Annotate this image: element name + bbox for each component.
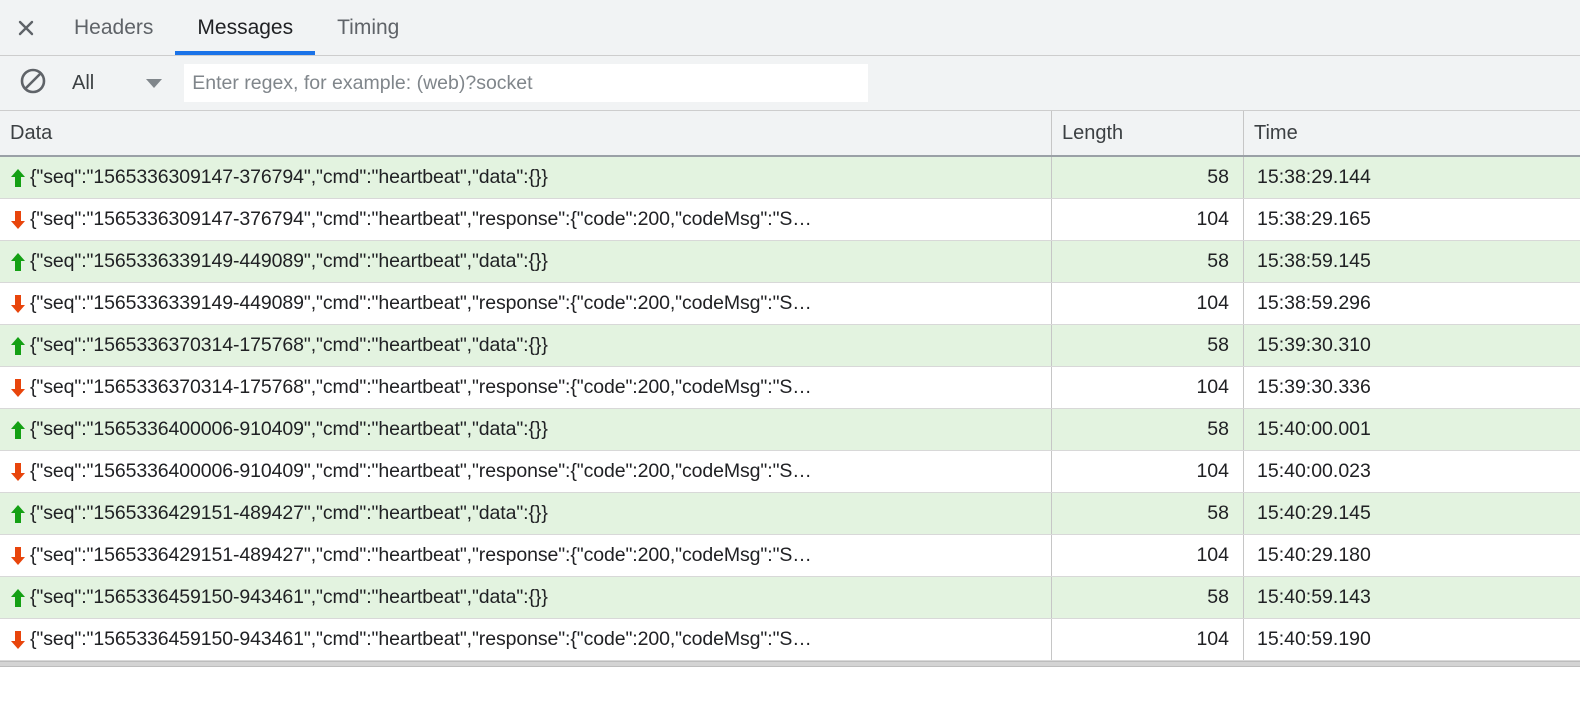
cell-data: {"seq":"1565336459150-943461","cmd":"hea…: [0, 619, 1051, 660]
table-row[interactable]: {"seq":"1565336429151-489427","cmd":"hea…: [0, 493, 1580, 535]
message-payload-text: {"seq":"1565336400006-910409","cmd":"hea…: [30, 418, 548, 440]
cell-data: {"seq":"1565336339149-449089","cmd":"hea…: [0, 241, 1051, 282]
message-payload-text: {"seq":"1565336309147-376794","cmd":"hea…: [30, 208, 812, 230]
arrow-up-icon: [8, 504, 28, 524]
close-button[interactable]: [0, 0, 52, 55]
table-row[interactable]: {"seq":"1565336400006-910409","cmd":"hea…: [0, 409, 1580, 451]
arrow-up-icon: [8, 336, 28, 356]
datagrid-header-row: Data Length Time: [0, 111, 1580, 157]
panel-tabbar: Headers Messages Timing: [0, 0, 1580, 56]
message-payload-text: {"seq":"1565336400006-910409","cmd":"hea…: [30, 460, 812, 482]
cell-data: {"seq":"1565336309147-376794","cmd":"hea…: [0, 157, 1051, 198]
cell-data: {"seq":"1565336429151-489427","cmd":"hea…: [0, 535, 1051, 576]
column-header-length-label: Length: [1062, 121, 1124, 144]
arrow-down-icon: [8, 630, 28, 650]
chevron-down-icon: [146, 78, 163, 88]
cell-time: 15:38:29.165: [1243, 199, 1580, 240]
table-row[interactable]: {"seq":"1565336459150-943461","cmd":"hea…: [0, 577, 1580, 619]
table-row[interactable]: {"seq":"1565336309147-376794","cmd":"hea…: [0, 157, 1580, 199]
tab-messages[interactable]: Messages: [175, 0, 315, 55]
cell-length: 104: [1051, 619, 1243, 660]
tab-messages-label: Messages: [197, 15, 294, 39]
cell-time: 15:38:59.296: [1243, 283, 1580, 324]
message-type-filter[interactable]: All: [72, 71, 163, 95]
message-payload-text: {"seq":"1565336459150-943461","cmd":"hea…: [30, 586, 548, 608]
message-payload-text: {"seq":"1565336370314-175768","cmd":"hea…: [30, 376, 812, 398]
arrow-down-icon: [8, 210, 28, 230]
clear-filter-icon: [19, 67, 47, 100]
message-payload-text: {"seq":"1565336429151-489427","cmd":"hea…: [30, 502, 548, 524]
cell-time: 15:40:59.143: [1243, 577, 1580, 618]
cell-length: 58: [1051, 325, 1243, 366]
table-row[interactable]: {"seq":"1565336459150-943461","cmd":"hea…: [0, 619, 1580, 661]
cell-time: 15:40:29.180: [1243, 535, 1580, 576]
close-icon: [16, 18, 36, 38]
messages-toolbar: All: [0, 56, 1580, 111]
cell-length: 58: [1051, 409, 1243, 450]
cell-data: {"seq":"1565336400006-910409","cmd":"hea…: [0, 451, 1051, 492]
table-row[interactable]: {"seq":"1565336339149-449089","cmd":"hea…: [0, 241, 1580, 283]
cell-length: 58: [1051, 577, 1243, 618]
cell-length: 58: [1051, 493, 1243, 534]
tab-headers[interactable]: Headers: [52, 0, 175, 55]
arrow-up-icon: [8, 588, 28, 608]
cell-data: {"seq":"1565336339149-449089","cmd":"hea…: [0, 283, 1051, 324]
cell-time: 15:40:00.023: [1243, 451, 1580, 492]
cell-data: {"seq":"1565336309147-376794","cmd":"hea…: [0, 199, 1051, 240]
message-payload-text: {"seq":"1565336339149-449089","cmd":"hea…: [30, 292, 812, 314]
cell-time: 15:39:30.336: [1243, 367, 1580, 408]
table-row[interactable]: {"seq":"1565336339149-449089","cmd":"hea…: [0, 283, 1580, 325]
tab-timing-label: Timing: [337, 15, 400, 39]
datagrid-body: {"seq":"1565336309147-376794","cmd":"hea…: [0, 157, 1580, 661]
cell-length: 104: [1051, 367, 1243, 408]
arrow-up-icon: [8, 252, 28, 272]
clear-messages-button[interactable]: [14, 64, 52, 102]
cell-data: {"seq":"1565336429151-489427","cmd":"hea…: [0, 493, 1051, 534]
datagrid-bottom-divider: [0, 661, 1580, 667]
column-header-time-label: Time: [1254, 121, 1298, 144]
cell-data: {"seq":"1565336370314-175768","cmd":"hea…: [0, 325, 1051, 366]
message-payload-text: {"seq":"1565336429151-489427","cmd":"hea…: [30, 544, 812, 566]
regex-filter-input[interactable]: [184, 64, 869, 102]
cell-data: {"seq":"1565336370314-175768","cmd":"hea…: [0, 367, 1051, 408]
cell-length: 58: [1051, 241, 1243, 282]
cell-data: {"seq":"1565336400006-910409","cmd":"hea…: [0, 409, 1051, 450]
table-row[interactable]: {"seq":"1565336370314-175768","cmd":"hea…: [0, 325, 1580, 367]
arrow-down-icon: [8, 294, 28, 314]
cell-length: 104: [1051, 451, 1243, 492]
cell-time: 15:40:59.190: [1243, 619, 1580, 660]
table-row[interactable]: {"seq":"1565336429151-489427","cmd":"hea…: [0, 535, 1580, 577]
arrow-down-icon: [8, 546, 28, 566]
message-payload-text: {"seq":"1565336459150-943461","cmd":"hea…: [30, 628, 812, 650]
arrow-down-icon: [8, 378, 28, 398]
table-row[interactable]: {"seq":"1565336400006-910409","cmd":"hea…: [0, 451, 1580, 493]
arrow-down-icon: [8, 462, 28, 482]
table-row[interactable]: {"seq":"1565336370314-175768","cmd":"hea…: [0, 367, 1580, 409]
cell-time: 15:40:29.145: [1243, 493, 1580, 534]
cell-time: 15:38:59.145: [1243, 241, 1580, 282]
cell-time: 15:39:30.310: [1243, 325, 1580, 366]
message-payload-text: {"seq":"1565336309147-376794","cmd":"hea…: [30, 166, 548, 188]
tab-timing[interactable]: Timing: [315, 0, 421, 55]
messages-datagrid: Data Length Time {"seq":"1565336309147-3…: [0, 111, 1580, 667]
cell-length: 104: [1051, 283, 1243, 324]
arrow-up-icon: [8, 420, 28, 440]
column-header-length[interactable]: Length: [1051, 111, 1243, 155]
column-header-time[interactable]: Time: [1243, 111, 1580, 155]
cell-length: 104: [1051, 535, 1243, 576]
message-payload-text: {"seq":"1565336370314-175768","cmd":"hea…: [30, 334, 548, 356]
tab-headers-label: Headers: [74, 15, 154, 39]
message-payload-text: {"seq":"1565336339149-449089","cmd":"hea…: [30, 250, 548, 272]
cell-length: 104: [1051, 199, 1243, 240]
cell-length: 58: [1051, 157, 1243, 198]
column-header-data-label: Data: [10, 121, 53, 144]
cell-data: {"seq":"1565336459150-943461","cmd":"hea…: [0, 577, 1051, 618]
column-header-data[interactable]: Data: [0, 111, 1051, 155]
cell-time: 15:38:29.144: [1243, 157, 1580, 198]
arrow-up-icon: [8, 168, 28, 188]
cell-time: 15:40:00.001: [1243, 409, 1580, 450]
message-type-filter-label: All: [72, 71, 95, 94]
table-row[interactable]: {"seq":"1565336309147-376794","cmd":"hea…: [0, 199, 1580, 241]
